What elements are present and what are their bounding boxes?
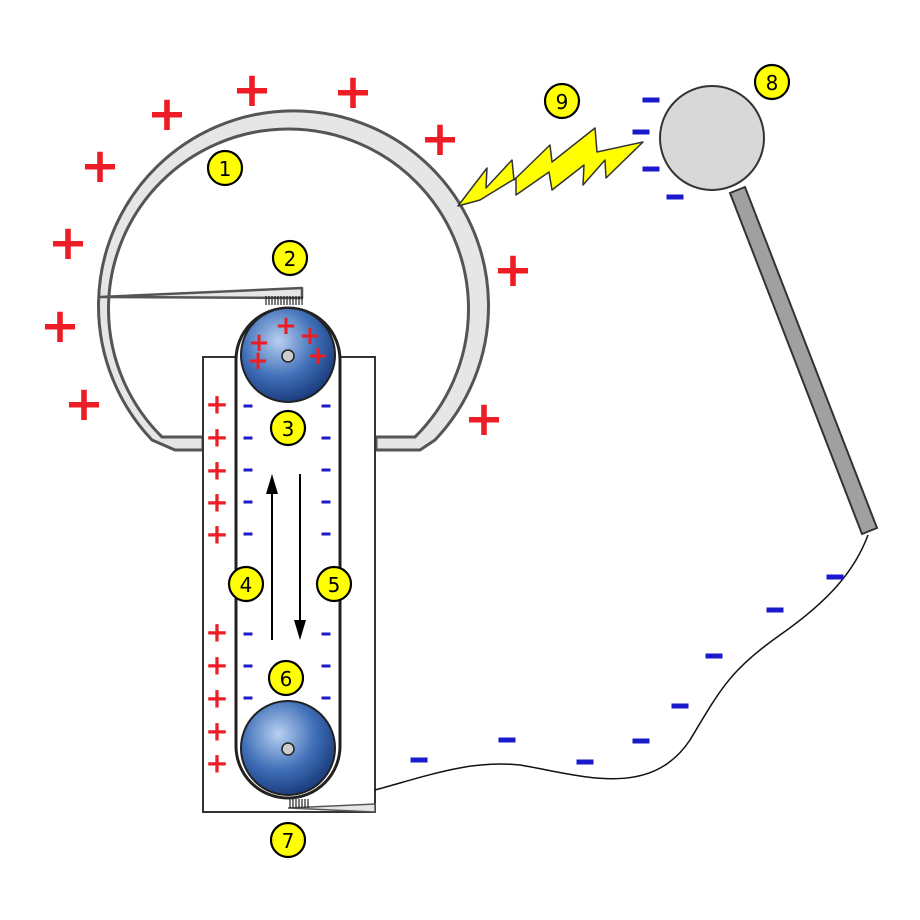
negative-charge [321, 436, 331, 440]
negative-charge [243, 468, 253, 472]
positive-charge: + [205, 747, 228, 780]
positive-charge: + [40, 298, 80, 354]
negative-charge [632, 129, 650, 135]
positive-charge: + [48, 215, 88, 271]
positive-charge: + [205, 518, 228, 551]
ground-wire-icon [374, 534, 869, 791]
label-number: 2 [284, 247, 297, 271]
negative-charge [642, 97, 660, 103]
negative-charge [321, 532, 331, 536]
positive-charge: + [248, 328, 270, 358]
negative-charge [243, 664, 253, 668]
negative-charge [321, 404, 331, 408]
sphere-rod-icon [728, 185, 879, 536]
label-badge-5: 5 [315, 565, 353, 603]
negative-charge [243, 532, 253, 536]
negative-charge [321, 664, 331, 668]
positive-charge: + [205, 486, 228, 519]
negative-charge [243, 632, 253, 636]
lightning-spark-icon [457, 127, 644, 207]
negative-charge [576, 759, 594, 765]
label-number: 8 [766, 71, 779, 95]
lower-roller-icon [240, 700, 336, 796]
positive-charge: + [307, 341, 329, 371]
negative-charge [666, 194, 684, 200]
label-badge-7: 7 [269, 821, 307, 859]
label-badge-1: 1 [206, 149, 244, 187]
negative-charge [632, 738, 650, 744]
upper-comb-brush-icon [98, 286, 304, 305]
positive-charge: + [420, 111, 460, 167]
positive-charge: + [333, 64, 373, 120]
negative-charge [826, 574, 844, 580]
negative-charge [498, 737, 516, 743]
label-badge-4: 4 [227, 565, 265, 603]
upper-roller-icon [240, 307, 336, 403]
label-number: 6 [280, 667, 293, 691]
positive-charge: + [80, 138, 120, 194]
lower-comb-brush-icon [287, 799, 376, 813]
label-number: 3 [282, 417, 295, 441]
negative-charge [705, 653, 723, 659]
positive-charge: + [205, 616, 228, 649]
positive-charge: + [205, 715, 228, 748]
label-badge-8: 8 [753, 63, 791, 101]
positive-charge: + [275, 311, 297, 341]
negative-charge [671, 703, 689, 709]
label-badge-6: 6 [267, 659, 305, 697]
label-number: 1 [219, 157, 232, 181]
positive-charge: + [205, 421, 228, 454]
arrow-down-icon [294, 474, 306, 640]
arrow-up-icon [266, 474, 278, 640]
negative-charge [642, 166, 660, 172]
positive-charge: + [205, 682, 228, 715]
negative-charge [321, 500, 331, 504]
positive-charge: + [205, 454, 228, 487]
positive-charge: + [493, 242, 533, 298]
negative-charge [321, 632, 331, 636]
label-badge-2: 2 [271, 239, 309, 277]
positive-charge: + [205, 649, 228, 682]
negative-charge [410, 757, 428, 763]
negative-charge [321, 468, 331, 472]
negative-charge [243, 404, 253, 408]
label-number: 7 [282, 829, 295, 853]
positive-charge: + [299, 321, 321, 351]
discharge-sphere-icon [659, 85, 765, 191]
labels-layer: 1 2 3 4 5 6 7 8 9 [206, 63, 791, 859]
positive-charge: + [247, 346, 269, 376]
label-number: 9 [556, 90, 569, 114]
positive-charge: + [64, 376, 104, 432]
charges-layer: +++++++++++++++++++++++++ [40, 62, 844, 780]
negative-charge [243, 500, 253, 504]
negative-charge [321, 696, 331, 700]
label-number: 4 [240, 573, 253, 597]
negative-charge [766, 607, 784, 613]
positive-charge: + [464, 391, 504, 447]
positive-charge: + [147, 86, 187, 142]
label-badge-3: 3 [269, 409, 307, 447]
negative-charge [243, 696, 253, 700]
label-number: 5 [328, 573, 341, 597]
positive-charge: + [205, 388, 228, 421]
positive-charge: + [232, 62, 272, 118]
label-badge-9: 9 [543, 82, 581, 120]
negative-charge [243, 436, 253, 440]
